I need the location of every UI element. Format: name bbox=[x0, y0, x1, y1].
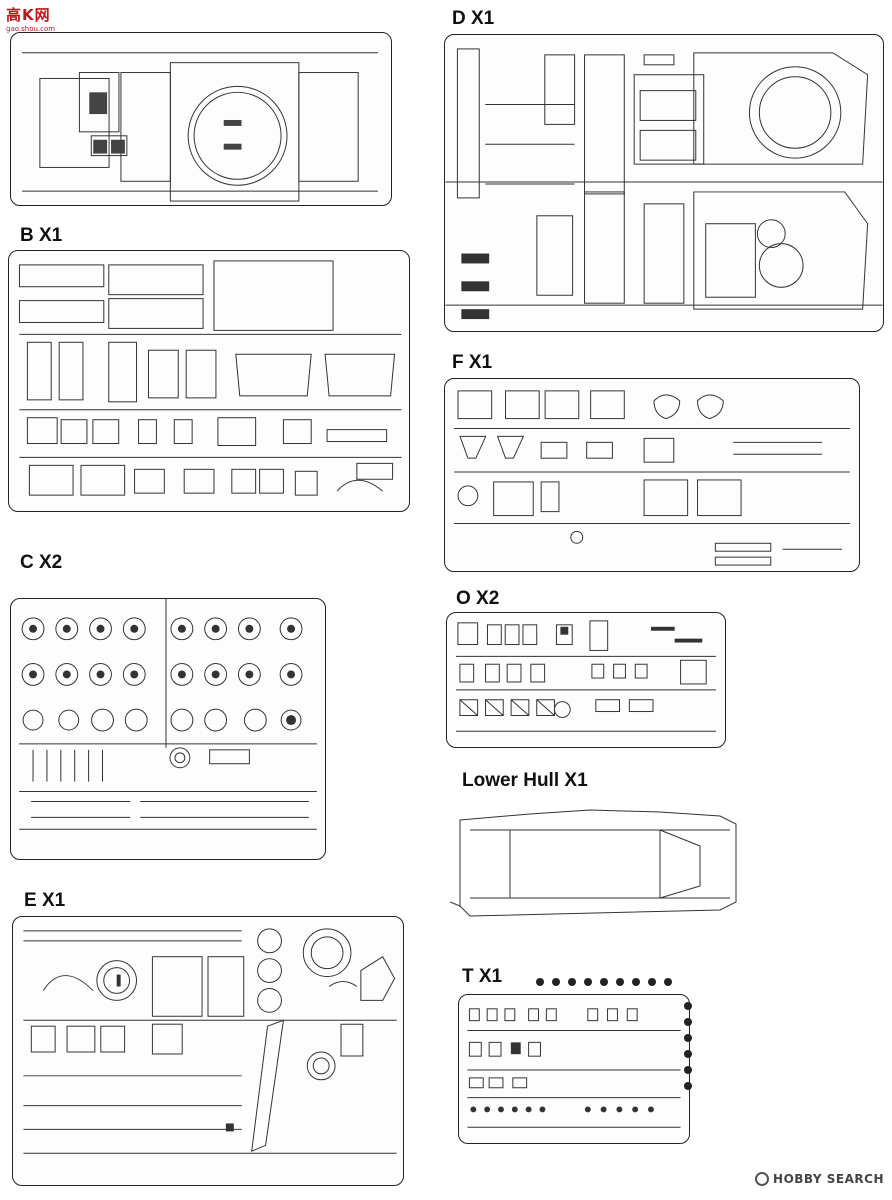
sprue-c-parts bbox=[19, 599, 317, 830]
lower-hull-label: Lower Hull X1 bbox=[462, 770, 588, 791]
sprue-b-frame bbox=[8, 250, 410, 512]
sprue-o-frame bbox=[446, 612, 726, 748]
sprue-t-runner-dots bbox=[536, 978, 692, 1090]
sprue-b-parts bbox=[18, 260, 402, 496]
sprue-e-parts bbox=[23, 928, 397, 1154]
sprue-f-frame bbox=[444, 378, 860, 572]
hobby-search-logo-icon bbox=[755, 1172, 770, 1186]
sprue-o-label: O X2 bbox=[456, 588, 500, 609]
sprue-e-frame bbox=[12, 916, 404, 1186]
site-logo-url: gao.shou.com bbox=[6, 25, 56, 33]
sprue-c-frame bbox=[10, 598, 326, 860]
sprue-t-frame bbox=[458, 994, 690, 1144]
site-logo-text: 高K网 bbox=[6, 6, 51, 24]
hobby-search-watermark: HOBBY SEARCH bbox=[755, 1172, 884, 1186]
sprue-a-parts bbox=[22, 52, 378, 202]
sprue-a-frame bbox=[10, 32, 392, 206]
sprue-d-label: D X1 bbox=[452, 8, 495, 29]
sprue-d-parts bbox=[445, 48, 883, 320]
sprue-e-label: E X1 bbox=[24, 890, 66, 911]
site-logo: 高K网 gao.shou.com bbox=[6, 4, 70, 38]
sprue-d-frame bbox=[444, 34, 884, 332]
lower-hull-drawing bbox=[450, 809, 737, 917]
sprue-t-parts bbox=[467, 1008, 681, 1128]
sprue-b-label: B X1 bbox=[20, 225, 63, 246]
lower-hull-part bbox=[450, 806, 744, 926]
sprue-t-label: T X1 bbox=[462, 966, 503, 987]
sprue-o-parts bbox=[455, 620, 717, 732]
sprue-c-label: C X2 bbox=[20, 552, 63, 573]
hobby-search-text: HOBBY SEARCH bbox=[773, 1172, 884, 1186]
sprue-f-label: F X1 bbox=[452, 352, 493, 373]
sprue-f-parts bbox=[454, 390, 850, 566]
